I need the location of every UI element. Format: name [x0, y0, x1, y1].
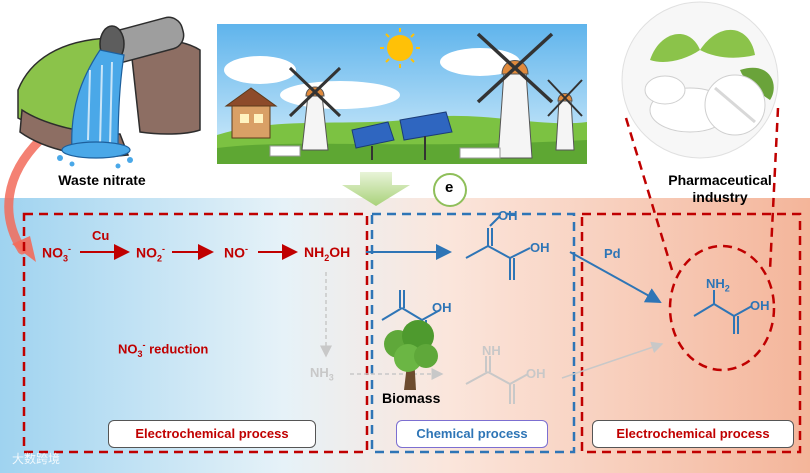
alanine-oh-label: OH — [750, 298, 770, 313]
biomass-tree-illustration — [384, 320, 438, 390]
alanine-structure — [693, 290, 753, 334]
imine-nh-label: NH — [482, 343, 501, 358]
energy-down-arrow — [342, 172, 410, 206]
nh3-species: NH3 — [310, 365, 334, 383]
right-electro-process-label: Electrochemical process — [592, 420, 794, 448]
oxime-oh-label: OH — [498, 208, 518, 223]
no2-species: NO2- — [136, 244, 166, 264]
waste-nitrate-label: Waste nitrate — [58, 172, 146, 188]
waste-nitrate-illustration — [17, 16, 201, 169]
electron-label: e — [445, 179, 454, 196]
cu-catalyst-label: Cu — [92, 228, 110, 243]
pd-catalyst-label: Pd — [604, 246, 621, 261]
pyruvic-oh-label: OH — [432, 300, 452, 315]
chemical-process-label: Chemical process — [396, 420, 548, 448]
left-electro-panel — [22, 212, 369, 454]
oxime-structure — [465, 215, 531, 280]
no-species: NO- — [224, 244, 248, 261]
oxime-acid-oh-label: OH — [530, 240, 550, 255]
pharma-label: Pharmaceutical industry — [668, 172, 772, 205]
left-electro-process-label: Electrochemical process — [108, 420, 316, 448]
no3-species: NO3- — [42, 244, 72, 264]
electron-circle — [433, 173, 467, 207]
imine-oh-label: OH — [526, 366, 546, 381]
alanine-circle — [668, 244, 776, 372]
chemical-panel — [370, 212, 576, 454]
pyruvic-acid-structure — [381, 290, 441, 340]
nh2oh-species: NH2OH — [304, 244, 351, 263]
watermark: 大数跨境 — [12, 452, 61, 466]
pharmaceutical-illustration — [621, 1, 779, 159]
imine-structure — [465, 356, 529, 404]
right-electro-panel — [580, 212, 802, 454]
no3-reduction-label: NO3- reduction — [118, 340, 209, 359]
alanine-nh2-label: NH2 — [706, 276, 730, 294]
nitrate-curve-arrow — [4, 135, 45, 255]
biomass-label: Biomass — [382, 390, 441, 406]
renewable-landscape-illustration — [217, 24, 587, 164]
